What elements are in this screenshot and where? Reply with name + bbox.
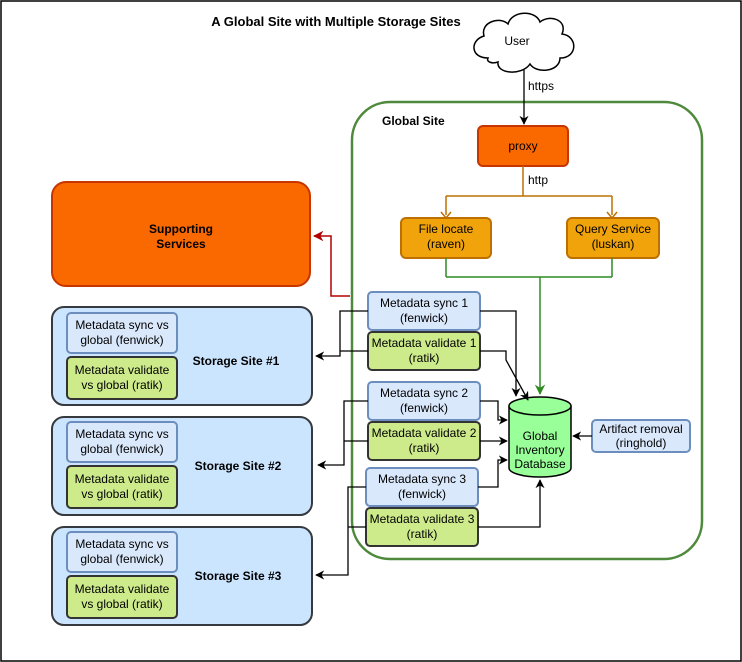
supporting-services-label-2: Services: [156, 237, 206, 251]
storage-site-2-sync-label-2: global (fenwick): [80, 442, 163, 456]
db-label-3: Database: [514, 457, 566, 471]
storage-site-2-validate-label-1: Metadata validate: [75, 472, 170, 486]
supporting-services-node: [51, 181, 311, 287]
storage-site-1-sync-label-2: global (fenwick): [80, 333, 163, 347]
metadata-validate-3-label-1: Metadata validate 3: [370, 512, 475, 526]
file-locate-label-2: (raven): [427, 237, 465, 251]
storage-site-3-validate-label-2: vs global (ratik): [81, 597, 162, 611]
metadata-validate-1-label-2: (ratik): [409, 351, 440, 365]
storage-site-2-validate-node: [66, 465, 178, 509]
file-locate-label-1: File locate: [419, 222, 474, 236]
storage-site-2-sync-label-1: Metadata sync vs: [75, 427, 168, 441]
metadata-validate-3-label-2: (ratik): [407, 527, 438, 541]
edge-https-label: https: [528, 79, 554, 93]
storage-site-1: Metadata sync vs global (fenwick) Metada…: [51, 306, 313, 406]
global-sync-group-3: Metadata sync 3 (fenwick) Metadata valid…: [365, 467, 479, 547]
proxy-label: proxy: [508, 139, 537, 153]
storage-site-2-validate-label-2: vs global (ratik): [81, 487, 162, 501]
metadata-validate-2-label-2: (ratik): [409, 441, 440, 455]
supporting-services-label-1: Supporting: [149, 222, 213, 236]
storage-site-3-sync-label-2: global (fenwick): [80, 552, 163, 566]
storage-site-3-sync-node: [66, 531, 178, 573]
storage-site-3-validate-label-1: Metadata validate: [75, 582, 170, 596]
storage-site-1-validate-label-1: Metadata validate: [75, 363, 170, 377]
query-service-label-2: (luskan): [592, 237, 635, 251]
diagram-title: A Global Site with Multiple Storage Site…: [211, 14, 460, 29]
metadata-validate-1-label-1: Metadata validate 1: [372, 336, 477, 350]
storage-site-2-label: Storage Site #2: [195, 459, 282, 473]
storage-site-3-label: Storage Site #3: [195, 569, 282, 583]
storage-site-1-validate-node: [66, 356, 178, 400]
db-label-1: Global: [523, 429, 558, 443]
storage-site-1-validate-label-2: vs global (ratik): [81, 378, 162, 392]
user-label: User: [504, 34, 529, 48]
storage-site-1-label: Storage Site #1: [193, 354, 280, 368]
metadata-sync-3-label-1: Metadata sync 3: [378, 472, 466, 486]
metadata-sync-2-label-1: Metadata sync 2: [380, 386, 468, 400]
storage-site-1-sync-label-1: Metadata sync vs: [75, 318, 168, 332]
artifact-removal-label-1: Artifact removal: [599, 422, 682, 436]
edge-http-label: http: [528, 173, 548, 187]
global-site-label: Global Site: [382, 114, 445, 128]
storage-site-3-validate-node: [66, 575, 178, 619]
artifact-removal-label-2: (ringhold): [616, 436, 667, 450]
metadata-sync-1-label-2: (fenwick): [400, 311, 448, 325]
storage-site-1-sync-node: [66, 312, 178, 354]
db-label-2: Inventory: [515, 443, 564, 457]
edge-services-db: [445, 258, 613, 396]
metadata-validate-2-label-1: Metadata validate 2: [372, 426, 477, 440]
edges-global-storage: [315, 310, 368, 580]
query-service-label-1: Query Service: [575, 222, 651, 236]
metadata-sync-1-label-1: Metadata sync 1: [380, 296, 468, 310]
edge-global-supporting: [312, 230, 350, 297]
storage-site-2: Metadata sync vs global (fenwick) Metada…: [51, 416, 313, 516]
storage-site-2-sync-node: [66, 421, 178, 463]
user-cloud: User: [473, 12, 575, 73]
global-sync-group-1: Metadata sync 1 (fenwick) Metadata valid…: [367, 291, 481, 371]
global-sync-group-2: Metadata sync 2 (fenwick) Metadata valid…: [367, 381, 481, 461]
metadata-sync-2-label-2: (fenwick): [400, 401, 448, 415]
query-service-node: [566, 217, 660, 259]
storage-site-3: Metadata sync vs global (fenwick) Metada…: [51, 526, 313, 626]
edges-sync-db: [478, 310, 545, 528]
global-inventory-db: Global Inventory Database: [508, 396, 572, 478]
storage-site-3-sync-label-1: Metadata sync vs: [75, 537, 168, 551]
metadata-sync-3-label-2: (fenwick): [398, 487, 446, 501]
